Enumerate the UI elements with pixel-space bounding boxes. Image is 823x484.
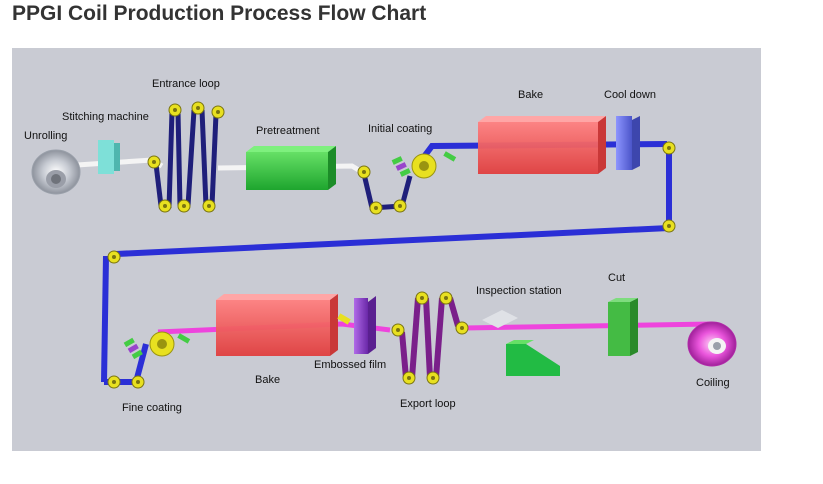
export-loop-strips	[399, 297, 461, 379]
yellow-roller-icon	[357, 165, 371, 179]
yellow-roller-icon	[168, 103, 182, 117]
label-cool-down: Cool down	[604, 89, 656, 101]
yellow-roller-icon	[211, 105, 225, 119]
fine-coating-unit-icon	[123, 333, 191, 360]
label-export-loop: Export loop	[400, 398, 456, 410]
pretreat-loop-strip	[361, 173, 413, 211]
cool-down-unit-icon	[616, 116, 640, 170]
cut-unit-icon	[608, 298, 638, 356]
page-title: PPGI Coil Production Process Flow Chart	[12, 2, 427, 25]
strip-pink-exit	[463, 321, 713, 331]
strip-blue-left	[101, 255, 109, 383]
label-fine-coating: Fine coating	[122, 402, 182, 414]
diagram-background	[12, 48, 761, 451]
bake-oven-bottom-icon	[216, 294, 338, 356]
fine-coating-roll-icon	[149, 331, 175, 357]
unrolling-coil-icon	[31, 149, 81, 195]
inspection-station-icon	[482, 310, 560, 376]
rollers	[107, 101, 676, 389]
label-stitching-machine: Stitching machine	[62, 111, 149, 123]
label-pretreatment: Pretreatment	[256, 125, 320, 137]
yellow-roller-icon	[369, 201, 383, 215]
yellow-roller-icon	[391, 323, 405, 337]
label-embossed-film: Embossed film	[314, 359, 386, 371]
process-diagram-svg: Unrolling Stitching machine Entrance loo…	[12, 48, 761, 451]
yellow-roller-icon	[177, 199, 191, 213]
label-entrance-loop: Entrance loop	[152, 78, 220, 90]
yellow-roller-icon	[158, 199, 172, 213]
process-diagram: Unrolling Stitching machine Entrance loo…	[12, 48, 761, 451]
yellow-roller-icon	[147, 155, 161, 169]
label-initial-coating: Initial coating	[368, 123, 432, 135]
yellow-roller-icon	[107, 250, 121, 264]
yellow-roller-icon	[107, 375, 121, 389]
label-bake-bottom: Bake	[255, 374, 280, 386]
initial-coating-unit-icon	[391, 151, 457, 177]
yellow-roller-icon	[426, 371, 440, 385]
yellow-roller-icon	[662, 219, 676, 233]
stitching-machine-icon	[98, 140, 120, 174]
coiling-coil-icon	[687, 321, 737, 367]
label-coiling: Coiling	[696, 377, 730, 389]
label-cut: Cut	[608, 272, 625, 284]
yellow-roller-icon	[415, 291, 429, 305]
label-bake-top: Bake	[518, 89, 543, 101]
pretreatment-unit-icon	[246, 146, 336, 190]
yellow-roller-icon	[131, 375, 145, 389]
yellow-roller-icon	[191, 101, 205, 115]
embossed-film-unit-icon	[337, 296, 376, 354]
yellow-roller-icon	[402, 371, 416, 385]
yellow-roller-icon	[662, 141, 676, 155]
yellow-roller-icon	[439, 291, 453, 305]
bake-oven-top-icon	[478, 116, 606, 174]
yellow-roller-icon	[202, 199, 216, 213]
initial-coating-roll-icon	[411, 153, 437, 179]
entrance-loop-strips	[153, 109, 219, 209]
strip-blue-return	[115, 225, 670, 257]
label-unrolling: Unrolling	[24, 130, 67, 142]
yellow-roller-icon	[393, 199, 407, 213]
yellow-roller-icon	[455, 321, 469, 335]
label-inspection-station: Inspection station	[476, 285, 562, 297]
